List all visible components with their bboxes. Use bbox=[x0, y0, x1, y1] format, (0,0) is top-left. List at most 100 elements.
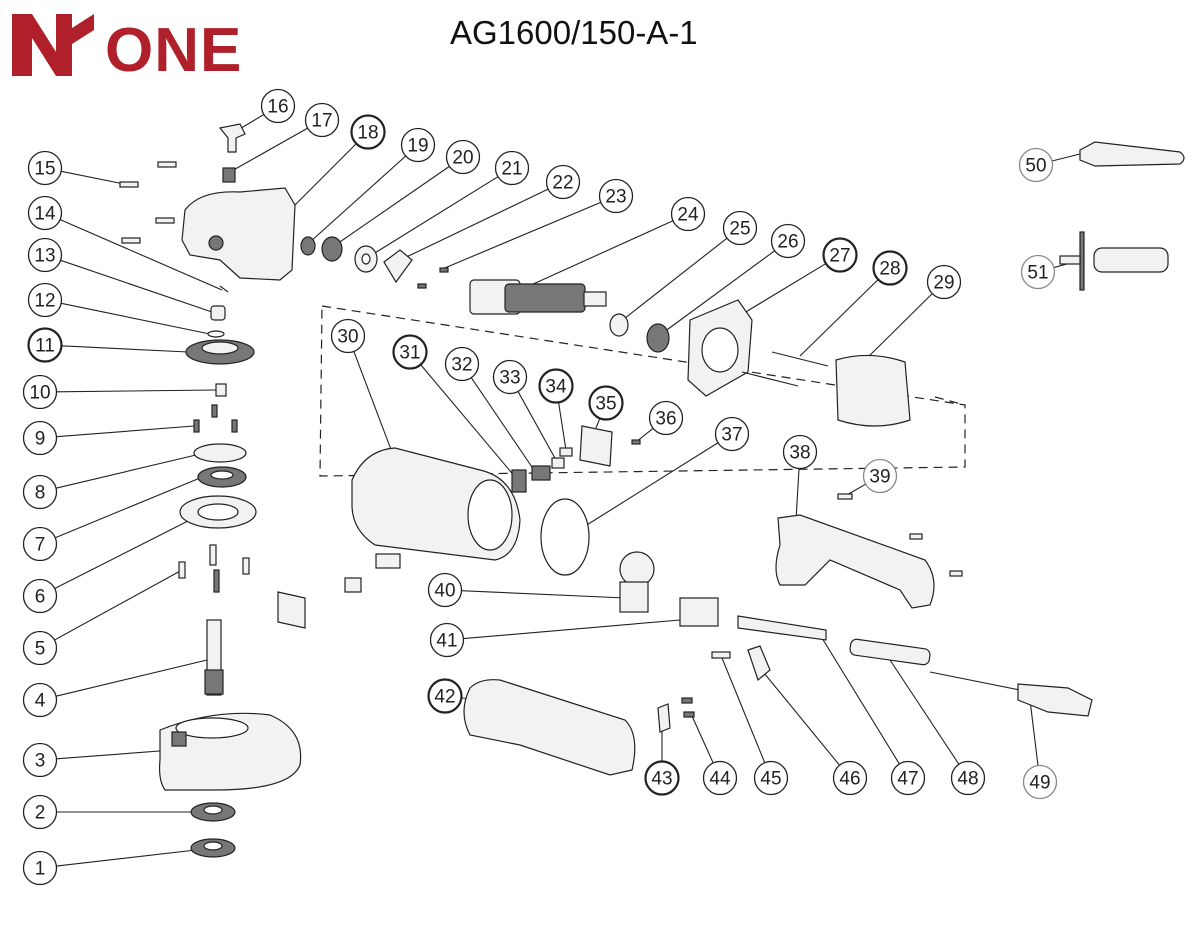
part-1-hole bbox=[203, 841, 223, 851]
callout-1: 1 bbox=[22, 850, 58, 886]
callout-label-27: 27 bbox=[829, 246, 850, 267]
callout-label-16: 16 bbox=[267, 97, 288, 118]
callout-47: 47 bbox=[890, 760, 926, 796]
leader-line-44 bbox=[691, 715, 714, 764]
callout-circle-9 bbox=[22, 420, 58, 456]
part-42-handle-cover bbox=[463, 679, 636, 776]
callout-circle-24 bbox=[670, 196, 706, 232]
part-40-capacitor bbox=[619, 551, 655, 587]
leader-line-21 bbox=[369, 176, 499, 257]
part-9-screw-c bbox=[231, 419, 238, 433]
callout-label-35: 35 bbox=[595, 394, 616, 415]
part-12-washer bbox=[207, 330, 225, 338]
callout-circle-15 bbox=[27, 150, 63, 186]
callout-label-38: 38 bbox=[789, 443, 810, 464]
callout-8: 8 bbox=[22, 474, 58, 510]
callout-circle-18 bbox=[350, 114, 386, 150]
part-3-clamp-screw bbox=[171, 731, 187, 747]
callout-circle-28 bbox=[872, 250, 908, 286]
callout-circle-12 bbox=[27, 282, 63, 318]
leader-line-4 bbox=[55, 659, 208, 697]
leader-line-5 bbox=[54, 569, 183, 641]
part-22-screw bbox=[439, 267, 449, 273]
callout-circle-6 bbox=[22, 578, 58, 614]
leader-line-38 bbox=[795, 468, 800, 521]
part-5-pin-b bbox=[213, 569, 220, 593]
callout-14: 14 bbox=[27, 195, 63, 231]
callout-label-26: 26 bbox=[777, 232, 798, 253]
callout-label-18: 18 bbox=[357, 123, 378, 144]
leader-line-15 bbox=[61, 170, 125, 185]
part-22-bearing-plate bbox=[383, 249, 413, 284]
callout-label-1: 1 bbox=[35, 859, 46, 880]
callout-label-24: 24 bbox=[677, 205, 699, 226]
callout-label-39: 39 bbox=[869, 467, 890, 488]
leader-line-17 bbox=[229, 127, 308, 173]
callout-circle-7 bbox=[22, 526, 58, 562]
callout-5: 5 bbox=[22, 630, 58, 666]
callout-circle-34 bbox=[538, 368, 574, 404]
callout-23: 23 bbox=[598, 178, 634, 214]
callout-circle-8 bbox=[22, 474, 58, 510]
callout-label-6: 6 bbox=[35, 587, 46, 608]
callout-label-17: 17 bbox=[311, 111, 332, 132]
callout-label-31: 31 bbox=[399, 343, 420, 364]
part-39-screw-b bbox=[909, 533, 923, 540]
callout-circle-3 bbox=[22, 742, 58, 778]
part-5-screw-b bbox=[242, 557, 250, 575]
callout-16: 16 bbox=[260, 88, 296, 124]
callout-label-12: 12 bbox=[34, 291, 55, 312]
leader-line-12 bbox=[61, 302, 211, 335]
callout-label-28: 28 bbox=[879, 259, 900, 280]
part-14-circlip bbox=[219, 285, 229, 293]
callout-44: 44 bbox=[702, 760, 738, 796]
callout-45: 45 bbox=[753, 760, 789, 796]
leader-line-1 bbox=[56, 847, 214, 867]
part-46-trigger bbox=[747, 645, 771, 682]
part-17-spring bbox=[222, 167, 236, 183]
callout-label-46: 46 bbox=[839, 769, 860, 790]
part-11-gear-hub bbox=[201, 341, 239, 355]
callout-circle-21 bbox=[494, 150, 530, 186]
callout-24: 24 bbox=[670, 196, 706, 232]
part-36-screw bbox=[631, 439, 641, 445]
part-19-needle bbox=[300, 236, 316, 256]
part-48-cable-sleeve bbox=[849, 638, 931, 666]
part-3-guard-clamp bbox=[175, 717, 249, 739]
callout-41: 41 bbox=[429, 622, 465, 658]
callout-circle-41 bbox=[429, 622, 465, 658]
leader-line-22 bbox=[395, 188, 549, 263]
callout-label-34: 34 bbox=[545, 377, 567, 398]
part-13-needle-bearing bbox=[210, 305, 226, 321]
callout-20: 20 bbox=[445, 139, 481, 175]
callout-label-47: 47 bbox=[897, 769, 918, 790]
part-35-electronic-module bbox=[579, 425, 613, 467]
brush-cap-b bbox=[375, 553, 401, 569]
callout-label-37: 37 bbox=[721, 425, 742, 446]
callout-28: 28 bbox=[872, 250, 908, 286]
callout-label-23: 23 bbox=[605, 187, 626, 208]
leader-line-41 bbox=[463, 619, 681, 640]
callout-circle-50 bbox=[1018, 147, 1054, 183]
callout-38: 38 bbox=[782, 434, 818, 470]
callout-label-19: 19 bbox=[407, 136, 428, 157]
part-43-cable-clamp bbox=[657, 703, 671, 733]
callout-33: 33 bbox=[492, 359, 528, 395]
part-2-hole bbox=[203, 805, 223, 815]
callout-29: 29 bbox=[926, 264, 962, 300]
part-49-plug bbox=[1017, 683, 1093, 717]
part-18-gear-housing bbox=[181, 187, 296, 281]
callout-17: 17 bbox=[304, 102, 340, 138]
callout-label-51: 51 bbox=[1027, 263, 1048, 284]
callout-circle-20 bbox=[445, 139, 481, 175]
model-title: AG1600/150-A-1 bbox=[450, 14, 698, 51]
part-39-screw bbox=[837, 493, 853, 500]
callout-label-3: 3 bbox=[35, 751, 46, 772]
leader-line-23 bbox=[439, 201, 602, 271]
callout-circle-45 bbox=[753, 760, 789, 796]
callout-12: 12 bbox=[27, 282, 63, 318]
callout-circle-10 bbox=[22, 374, 58, 410]
callout-30: 30 bbox=[330, 318, 366, 354]
callout-label-22: 22 bbox=[552, 173, 573, 194]
callout-circle-38 bbox=[782, 434, 818, 470]
